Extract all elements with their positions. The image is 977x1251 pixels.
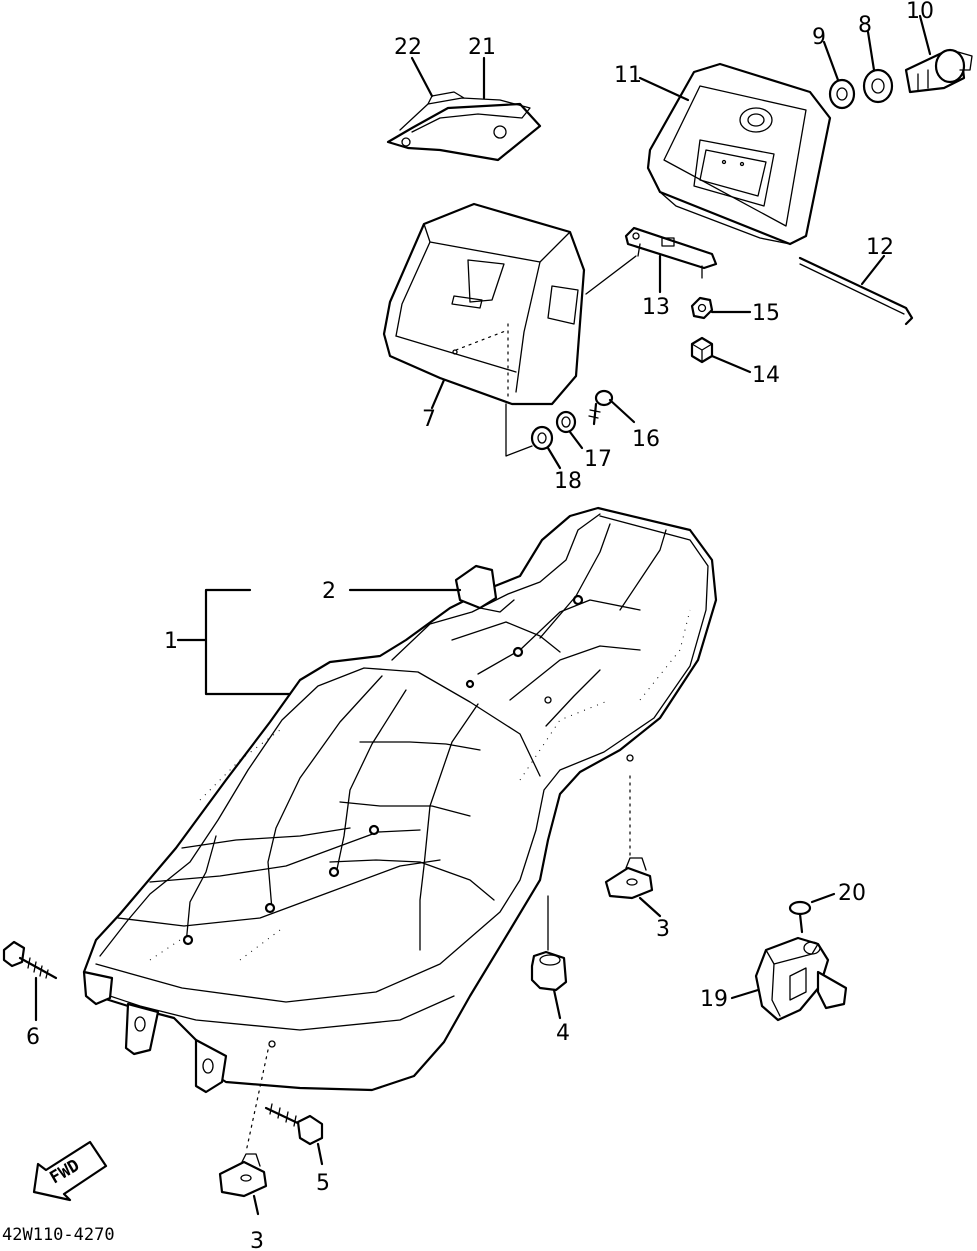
part-tray-11 [646,62,832,246]
leader-16 [608,398,636,424]
leader-22 [410,56,434,98]
bracket-1 [176,588,292,696]
leader-9 [822,40,840,82]
callout-1: 1 [164,629,178,654]
part-rod-12 [798,256,914,326]
part-bolt-5 [264,1103,324,1146]
callout-9: 9 [812,25,826,50]
leader-4 [552,988,562,1020]
part-latch-plate-13 [624,226,718,279]
part-nut-8 [862,68,894,104]
callout-8: 8 [858,13,872,38]
leader-19 [730,988,760,1000]
part-strap-2 [454,564,515,613]
callout-13: 13 [642,295,670,320]
part-seat-1 [82,506,718,1094]
leader-7-13 [585,255,637,295]
leader-17 [568,430,584,450]
leader-14 [710,354,752,374]
part-nut-18 [530,425,554,451]
leader-7 [430,378,446,410]
callout-15: 15 [752,301,780,326]
callout-3-right: 3 [656,917,670,942]
callout-16: 16 [632,427,660,452]
callout-4: 4 [556,1021,570,1046]
part-bracket-21-22 [386,91,542,162]
part-clip-3-bottom [218,1153,268,1198]
callout-3-bottom: 3 [250,1229,264,1251]
callout-22: 22 [394,35,422,60]
callout-2: 2 [322,579,336,604]
callout-10: 10 [906,0,934,24]
part-clip-3-right [604,857,654,900]
leader-18 [546,446,562,470]
leader-12 [860,254,886,286]
part-nut-15 [690,296,714,320]
leader-5 [316,1142,324,1166]
part-washer-17 [555,410,577,434]
part-screw-16 [588,389,614,426]
part-damper-4 [530,950,568,992]
leader-3-right [638,896,662,918]
callout-5: 5 [316,1171,330,1196]
part-washer-9 [828,78,856,110]
part-nut-14 [690,336,714,364]
callout-14: 14 [752,363,780,388]
callout-18: 18 [554,469,582,494]
callout-19: 19 [700,987,728,1012]
part-cover-7 [382,202,586,406]
diagram-code: 42W110-4270 [2,1225,115,1245]
leader-8 [866,30,876,72]
leader-7-bolt [505,403,533,457]
part-screw-20 [788,900,812,934]
fwd-arrow-icon: FWD [32,1140,108,1202]
leader-10 [918,14,932,56]
part-bolt-6 [2,940,58,980]
leader-11 [638,76,690,102]
callout-12: 12 [866,235,894,260]
callout-11: 11 [614,63,642,88]
callout-20: 20 [838,881,866,906]
leader-20 [810,892,836,904]
callout-7: 7 [422,407,436,432]
callout-6: 6 [26,1025,40,1050]
callout-17: 17 [584,447,612,472]
leader-3-bottom [252,1194,260,1216]
part-lock-19 [754,936,848,1022]
callout-labels: 22 21 9 8 10 11 12 13 15 14 16 17 18 7 2… [2,0,934,1251]
callout-21: 21 [468,35,496,60]
part-lock-cylinder-10 [904,48,973,94]
